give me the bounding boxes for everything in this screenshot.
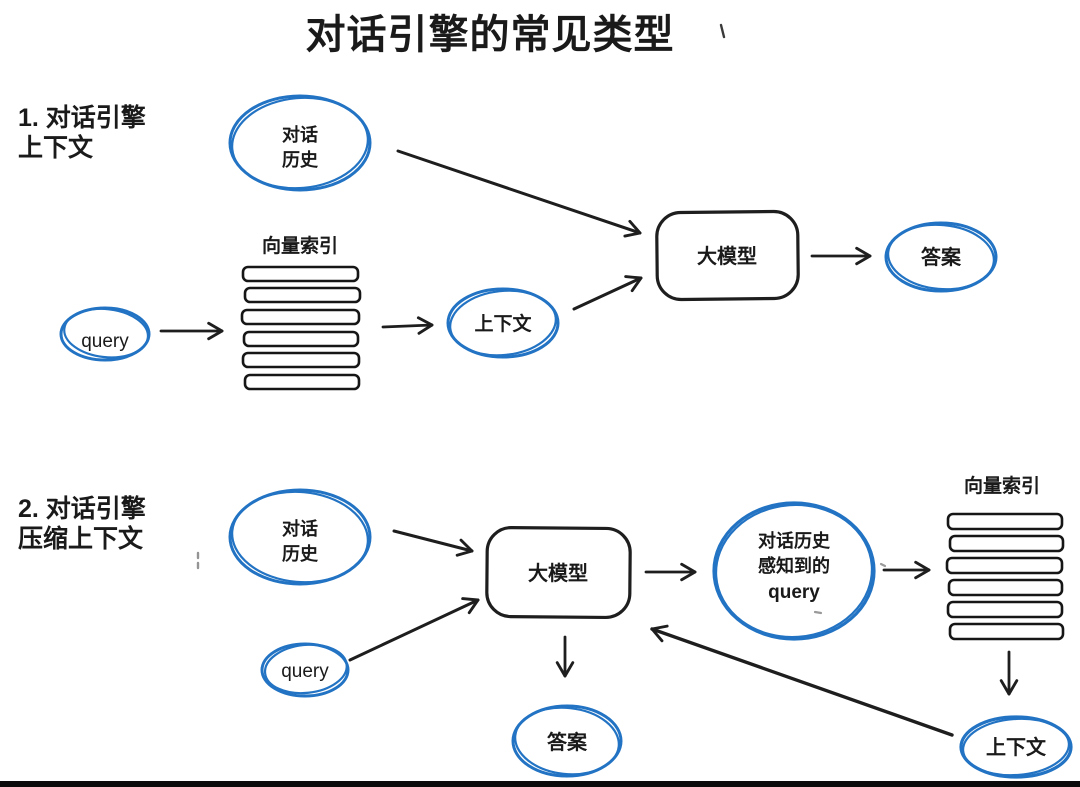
dialog-history-label-line2: 历史 (282, 149, 319, 170)
index-row (240, 308, 361, 326)
model-label-1: 大模型 (697, 244, 757, 268)
index-row (946, 600, 1064, 619)
index-row (945, 556, 1064, 575)
section-2-heading-line2: 压缩上下文 (18, 524, 144, 553)
arrow-query-to-model-2 (348, 597, 480, 662)
model-node-1: 大模型 (655, 209, 800, 302)
context-node-1: 上下文 (446, 287, 560, 359)
context-node-2: 上下文 (959, 715, 1073, 779)
aware-query-label-line2: 感知到的 (758, 555, 830, 576)
answer-label-2: 答案 (547, 730, 588, 754)
page-title: 对话引擎的常见类型 (306, 12, 675, 57)
aware-query-label-line1: 对话历史 (758, 530, 831, 551)
answer-label-1: 答案 (921, 245, 962, 269)
dialog-history-label-line1: 对话 (282, 124, 318, 145)
context-label-1: 上下文 (474, 312, 532, 335)
aware-query-label-line3: query (768, 582, 820, 603)
index-row (243, 373, 361, 391)
section-1-heading-line1: 1. 对话引擎 (18, 104, 146, 132)
vector-index-label-2: 向量索引 (964, 474, 1040, 497)
bottom-bar (0, 781, 1080, 787)
aware-query-node: 对话历史 感知到的 query (712, 501, 876, 641)
arrow-history-to-model-2 (392, 529, 474, 557)
section-1: 1. 对话引擎 上下文 对话 历史 向量索引 query (18, 94, 998, 391)
query-label-1: query (81, 331, 129, 352)
stray-mark (719, 23, 726, 39)
section-2-heading-line1: 2. 对话引擎 (18, 495, 146, 523)
stray-mark (813, 610, 823, 615)
index-row (241, 265, 360, 283)
dialog-history-label-line2: 历史 (282, 543, 319, 564)
arrow-history-to-model-1 (396, 149, 642, 238)
index-row (243, 286, 362, 304)
dialog-history-node-1: 对话 历史 (228, 94, 372, 192)
model-node-2: 大模型 (485, 525, 632, 620)
dialog-history-node-2: 对话 历史 (228, 488, 372, 586)
index-row (948, 622, 1065, 641)
arrow-index-to-context-1 (381, 316, 434, 335)
dialog-history-label-line1: 对话 (282, 518, 318, 539)
index-row (946, 512, 1064, 531)
arrow-context-to-model-2 (650, 624, 954, 737)
index-row (948, 534, 1065, 553)
section-1-heading-line2: 上下文 (18, 133, 94, 162)
stray-mark (879, 562, 887, 568)
query-label-2: query (281, 661, 329, 682)
arrow-context-to-model-1 (572, 275, 643, 311)
vector-index-label-1: 向量索引 (262, 234, 338, 257)
model-label-2: 大模型 (528, 561, 588, 585)
vector-index-1: 向量索引 (240, 234, 362, 391)
answer-node-2: 答案 (511, 704, 623, 778)
index-row (242, 330, 360, 348)
context-label-2: 上下文 (986, 735, 1047, 759)
index-row (241, 351, 361, 369)
vector-index-2: 向量索引 (945, 474, 1065, 641)
index-row (947, 578, 1064, 597)
section-2: 2. 对话引擎 压缩上下文 对话 历史 query 大模型 (18, 474, 1073, 779)
query-node-2: query (260, 642, 350, 698)
query-node-1: query (59, 306, 151, 362)
answer-node-1: 答案 (884, 221, 998, 293)
